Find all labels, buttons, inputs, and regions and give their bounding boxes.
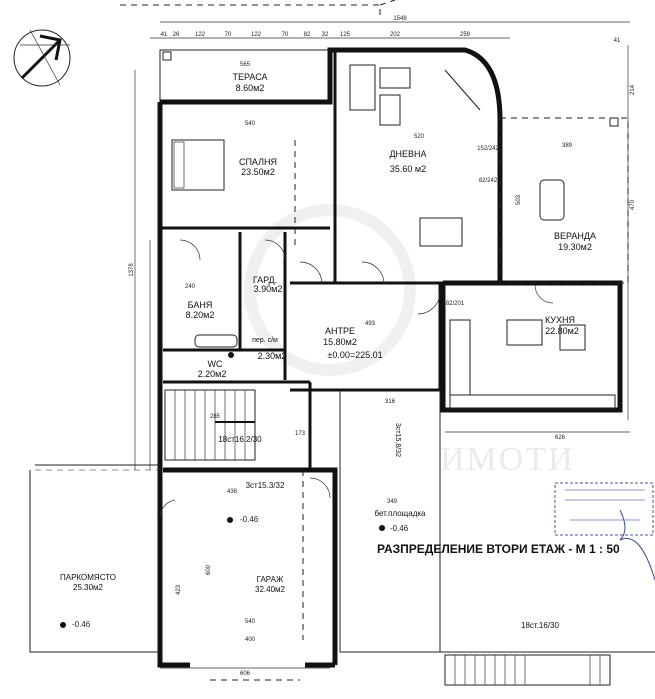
room-area-wc: 2.20м2 [198,369,227,379]
dim-label: 82 [304,32,311,38]
stair-label-platform: 3ст15.8/32 [394,423,401,457]
level-garage: -0.46 [240,515,259,524]
north-arrow-icon [13,29,71,87]
plan-title: РАЗПРЕДЕЛЕНИЕ ВТОРИ ЕТАЖ - М 1 : 50 [377,542,620,556]
dim-label: 470 [630,199,636,210]
dim-label: 606 [240,671,251,677]
room-name-living: ДНЕВНА [389,149,426,159]
room-name-terrace: ТЕРАСА [232,72,267,82]
room-area-wardrobe: 3.90м2 [254,284,283,294]
room-name-laundry: пер. с/м [252,337,278,344]
dim-label: 389 [562,143,573,149]
door-swings [159,239,554,519]
veranda-outline [499,117,629,284]
room-area-living: 35.60 м2 [390,164,426,174]
dim-label: 520 [414,134,425,140]
room-area-bathroom: 8.20м2 [186,310,215,320]
dim-label: 1548 [393,16,407,22]
dim-label: 423 [176,584,182,595]
dim-label: 214 [630,84,636,95]
room-name-garage: ГАРАЖ [257,575,284,584]
level-platform: -0.46 [390,524,409,533]
room-name-bedroom: СПАЛНЯ [239,157,277,167]
dim-label: 316 [385,399,396,405]
dim-label: 285 [210,414,221,420]
room-name-wc: WC [208,359,223,369]
level-hall: ±0.00=225.01 [327,350,382,360]
room-area-laundry: 2.30м2 [258,351,287,361]
dim-label: 122 [195,32,206,38]
level-markers [60,352,385,628]
dim-label: 82/201 [446,301,465,307]
dim-label: 70 [225,32,232,38]
dim-label: 41 [161,32,168,38]
internal-stair [164,389,256,461]
dim-label: 82/242 [479,178,498,184]
bottom-stairs [444,654,611,686]
dim-label: 349 [387,499,398,505]
furniture [171,64,616,410]
room-area-kitchen: 22.80м2 [545,326,579,336]
room-area-hall: 15.80м2 [323,337,357,347]
watermark-text: ИМОТИ [440,441,575,478]
dim-label: 565 [240,62,251,68]
room-name-platform: бет.площадка [374,509,426,518]
dim-label: 626 [555,435,566,441]
dim-label: 202 [390,32,401,38]
dim-label: 540 [245,121,256,127]
dim-label: 1378 [129,263,135,277]
dim-label: 493 [365,321,376,327]
room-name-bathroom: БАНЯ [188,300,213,310]
dim-label: 122 [251,32,262,38]
level-parking: -0.46 [72,620,91,629]
room-area-terrace: 8.60м2 [236,83,265,93]
dim-label: 600 [206,564,212,575]
dim-label: 125 [340,32,351,38]
room-area-bedroom: 23.50м2 [241,167,275,177]
room-area-garage: 32.40м2 [255,585,286,594]
stair-label-internal: 18ст16.2/30 [218,435,262,444]
room-name-veranda: ВЕРАНДА [554,231,596,241]
dim-label: 32 [322,32,329,38]
dimension-labels: 1548 41 26 122 70 122 70 82 32 125 202 2… [129,16,636,677]
stair-label-garage: 3ст15.3/32 [246,481,285,490]
dim-label: 41 [614,38,621,44]
dim-label: 240 [185,284,196,290]
dim-label: 70 [282,32,289,38]
dim-label: 173 [295,431,306,437]
room-area-veranda: 19.30м2 [558,242,592,252]
stair-label-bottom: 18ст.16/30 [521,621,559,630]
room-name-parking: ПАРКОМЯСТО [60,573,116,582]
walls [157,47,623,668]
dim-label: 400 [245,637,256,643]
dim-label: 438 [227,489,238,495]
dim-label: 503 [516,194,522,205]
dim-label: 540 [245,619,256,625]
dim-label: 152/242 [477,146,499,152]
room-name-kitchen: КУХНЯ [545,315,575,325]
watermark-logo [244,204,416,376]
dim-label: 259 [460,32,471,38]
approval-stamp [554,482,655,581]
room-name-wardrobe: ГАРД. [253,275,277,285]
parking-outline [29,464,160,653]
room-area-parking: 25.30м2 [73,583,104,592]
dim-label: 26 [173,32,180,38]
room-name-hall: АНТРЕ [325,326,355,336]
